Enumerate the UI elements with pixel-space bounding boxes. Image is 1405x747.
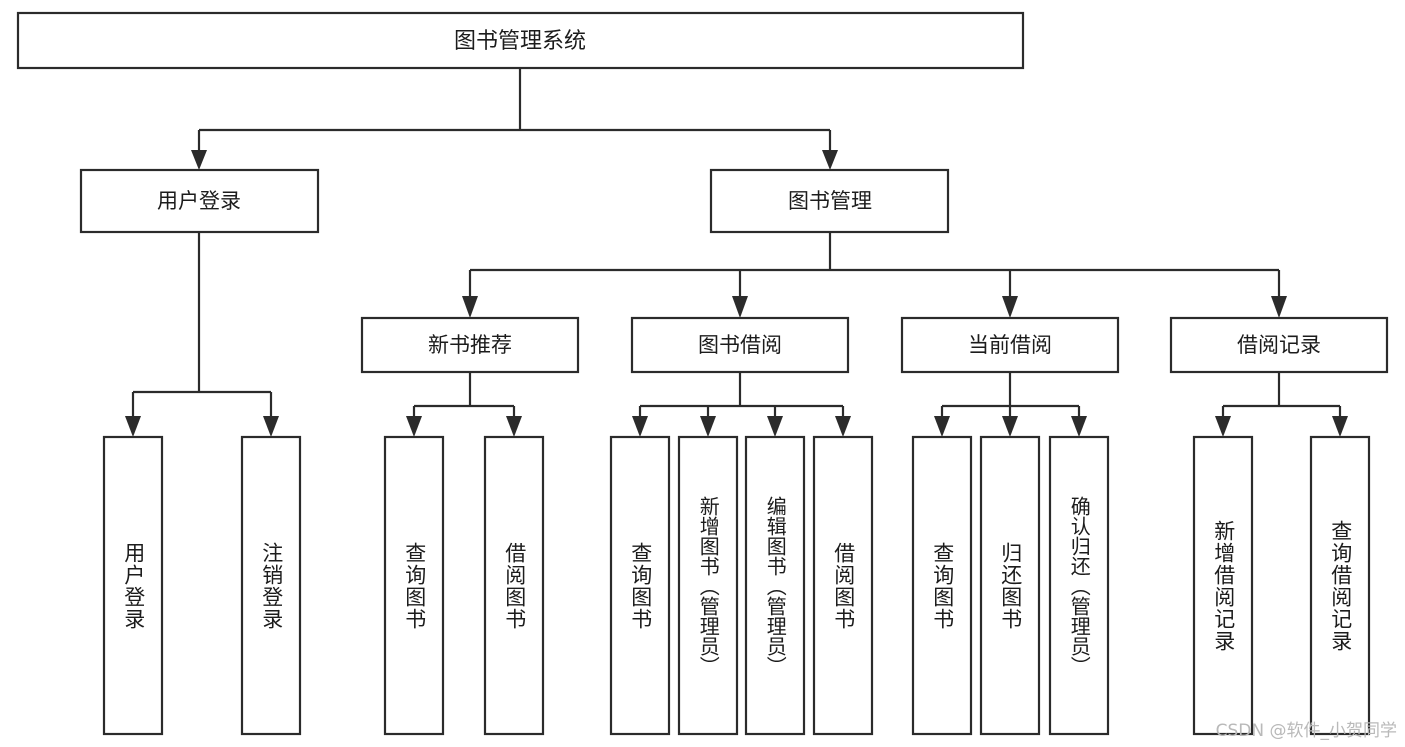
arrow-leaf-user-login — [125, 416, 141, 437]
node-leaf-borrow-book-1-box[interactable] — [483, 435, 545, 736]
node-user-login-label: 用户登录 — [157, 189, 241, 213]
arrow-book-borrow — [732, 296, 748, 318]
arrow-leaf-confirm-return — [1071, 416, 1087, 437]
arrow-to-user-login — [191, 150, 207, 170]
node-borrow-record-label: 借阅记录 — [1237, 333, 1321, 357]
node-leaf-confirm-return-box[interactable] — [1048, 435, 1110, 736]
node-book-borrow-box[interactable] — [630, 316, 850, 374]
arrow-to-book-manage — [822, 150, 838, 170]
node-leaf-query-book-3-box[interactable] — [911, 435, 973, 736]
node-leaf-query-book-1-box[interactable] — [383, 435, 445, 736]
arrow-leaf-logout-login — [263, 416, 279, 437]
node-current-borrow-label: 当前借阅 — [968, 333, 1052, 357]
node-root-box[interactable] — [16, 11, 1025, 70]
arrow-leaf-return-book — [1002, 416, 1018, 437]
node-new-book-rec-label: 新书推荐 — [428, 333, 512, 357]
arrow-leaf-edit-book — [767, 416, 783, 437]
arrow-leaf-query-book-2 — [632, 416, 648, 437]
arrow-leaf-query-book-3 — [934, 416, 950, 437]
arrow-borrow-record — [1271, 296, 1287, 318]
arrow-new-book-rec — [462, 296, 478, 318]
connector-layer — [125, 68, 1348, 437]
node-user-login-box[interactable] — [79, 168, 320, 234]
node-book-borrow-label: 图书借阅 — [698, 333, 782, 357]
arrow-leaf-add-record — [1215, 416, 1231, 437]
node-current-borrow-box[interactable] — [900, 316, 1120, 374]
node-layer: 图书管理系统 用户登录 图书管理 新书推荐 图书借阅 当前借阅 借阅记录 — [16, 11, 1389, 736]
node-leaf-edit-book-box[interactable] — [744, 435, 806, 736]
node-leaf-add-book-box[interactable] — [677, 435, 739, 736]
node-leaf-return-book-box[interactable] — [979, 435, 1041, 736]
node-borrow-record-box[interactable] — [1169, 316, 1389, 374]
node-leaf-logout-login-box[interactable] — [240, 435, 302, 736]
node-new-book-rec-box[interactable] — [360, 316, 580, 374]
node-book-manage-label: 图书管理 — [788, 189, 872, 213]
arrow-leaf-borrow-book-2 — [835, 416, 851, 437]
arrow-leaf-borrow-book-1 — [506, 416, 522, 437]
arrow-leaf-add-book — [700, 416, 716, 437]
node-leaf-add-record-box[interactable] — [1192, 435, 1254, 736]
node-root-label: 图书管理系统 — [454, 29, 586, 54]
node-leaf-query-book-2-box[interactable] — [609, 435, 671, 736]
node-leaf-user-login-box[interactable] — [102, 435, 164, 736]
csdn-watermark: CSDN @软件_小贺同学 — [1215, 721, 1397, 741]
node-leaf-borrow-book-2-box[interactable] — [812, 435, 874, 736]
node-book-manage-box[interactable] — [709, 168, 950, 234]
arrow-leaf-query-record — [1332, 416, 1348, 437]
node-leaf-query-record-box[interactable] — [1309, 435, 1371, 736]
arrow-leaf-query-book-1 — [406, 416, 422, 437]
arrow-current-borrow — [1002, 296, 1018, 318]
